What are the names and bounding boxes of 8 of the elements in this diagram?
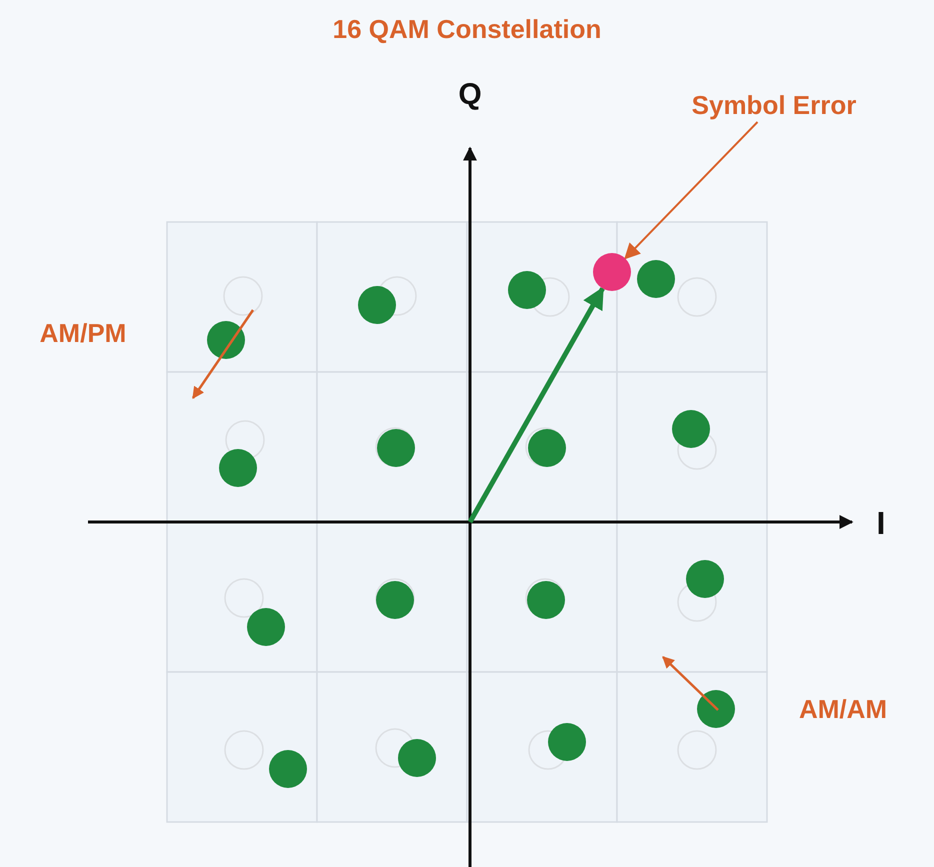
axis-label: I — [876, 505, 886, 542]
diagram-title: 16 QAM Constellation — [332, 14, 602, 45]
vector-arrow — [468, 286, 605, 524]
leader-line — [624, 121, 758, 260]
annotation-label: AM/AM — [798, 694, 888, 725]
annotation-label: AM/PM — [38, 318, 128, 349]
axis-label: Q — [457, 78, 483, 112]
annotation-label: Symbol Error — [686, 88, 862, 122]
